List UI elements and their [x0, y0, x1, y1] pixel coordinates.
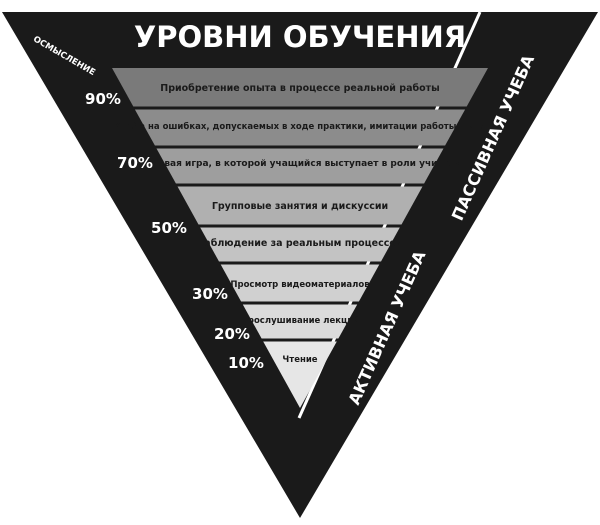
- diagram-title: УРОВНИ ОБУЧЕНИЯ: [134, 20, 466, 54]
- level-band: [220, 264, 380, 302]
- level-label: Учеба на ошибках, допускаемых в ходе пра…: [115, 121, 485, 132]
- level-label: Чтение: [282, 355, 317, 365]
- level-label: Прослушивание лекций: [241, 316, 360, 326]
- level-band: [112, 68, 488, 107]
- level-label: Приобретение опыта в процессе реальной р…: [160, 83, 440, 94]
- percentage-labels: 90% 70% 50% 30% 20% 10%: [85, 90, 264, 372]
- percentage-label: 10%: [228, 354, 264, 372]
- percentage-label: 50%: [151, 219, 187, 237]
- level-bands: [112, 68, 488, 408]
- level-labels: Приобретение опыта в процессе реальной р…: [115, 83, 485, 365]
- level-band: [134, 109, 466, 146]
- level-label: Просмотр видеоматериалов: [230, 280, 369, 290]
- level-band: [242, 304, 358, 339]
- level-label: Групповые занятия и дискуссии: [212, 201, 388, 212]
- level-band: [156, 148, 444, 184]
- level-band: [200, 227, 400, 262]
- percentage-label: 30%: [192, 285, 228, 303]
- level-label: Ролевая игра, в которой учащийся выступа…: [139, 159, 461, 169]
- level-band: [177, 186, 423, 225]
- percentage-label: 20%: [214, 325, 250, 343]
- level-band: [263, 341, 337, 408]
- percentage-label: 70%: [117, 154, 153, 172]
- level-label: Наблюдение за реальным процессом: [196, 238, 403, 249]
- percentage-label: 90%: [85, 90, 121, 108]
